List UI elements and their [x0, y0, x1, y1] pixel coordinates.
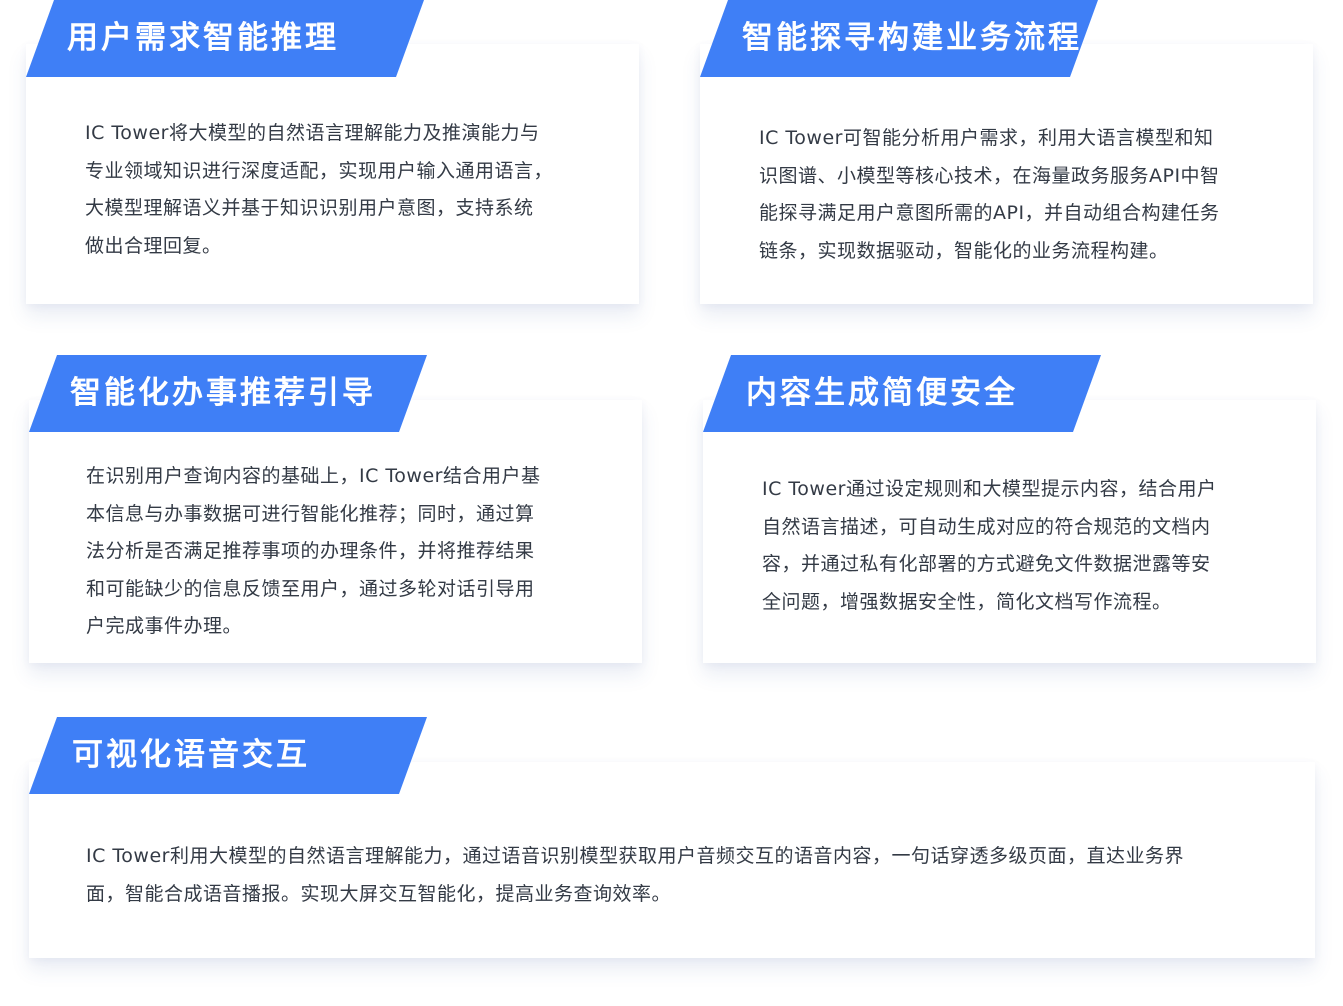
- feature-card-content-generation: [703, 400, 1316, 663]
- description-line: 自然语言描述，可自动生成对应的符合规范的文档内: [762, 515, 1211, 538]
- description-line: 法分析是否满足推荐事项的办理条件，并将推荐结果: [86, 540, 535, 562]
- description-line: 能探寻满足用户意图所需的API，并自动组合构建任务: [759, 202, 1220, 224]
- description-line: 专业领域知识进行深度适配，实现用户输入通用语言，: [85, 159, 554, 182]
- description-line: IC Tower可智能分析用户需求，利用大语言模型和知: [759, 127, 1214, 149]
- feature-card-workflow-building: [700, 44, 1313, 304]
- description-line: 本信息与办事数据可进行智能化推荐；同时，通过算: [86, 502, 535, 525]
- feature-tab-workflow-building: [700, 0, 1098, 77]
- feature-title: 智能探寻构建业务流程: [742, 20, 1082, 56]
- description-line: IC Tower将大模型的自然语言理解能力及推演能力与: [85, 122, 540, 144]
- feature-description: IC Tower可智能分析用户需求，利用大语言模型和知 识图谱、小模型等核心技术…: [759, 120, 1279, 270]
- feature-card-service-recommendation: [29, 400, 642, 663]
- description-line: 户完成事件办理。: [86, 615, 243, 637]
- description-line: 面，智能合成语音播报。实现大屏交互智能化，提高业务查询效率。: [86, 882, 672, 905]
- feature-title: 智能化办事推荐引导: [70, 375, 376, 411]
- description-line: 大模型理解语义并基于知识识别用户意图，支持系统: [85, 197, 534, 219]
- feature-description: IC Tower利用大模型的自然语言理解能力，通过语音识别模型获取用户音频交互的…: [86, 838, 1286, 913]
- feature-tab-intent-reasoning: [26, 0, 424, 77]
- feature-tab-voice-interaction: [29, 717, 427, 794]
- description-line: 全问题，增强数据安全性，简化文档写作流程。: [762, 590, 1172, 613]
- feature-tab-content-generation: [703, 355, 1101, 432]
- feature-tab-service-recommendation: [29, 355, 427, 432]
- description-line: IC Tower利用大模型的自然语言理解能力，通过语音识别模型获取用户音频交互的…: [86, 845, 1184, 867]
- description-line: IC Tower通过设定规则和大模型提示内容，结合用户: [762, 478, 1217, 500]
- feature-card-voice-interaction: [29, 762, 1315, 958]
- description-line: 识图谱、小模型等核心技术，在海量政务服务API中智: [759, 164, 1220, 187]
- feature-title: 用户需求智能推理: [67, 20, 339, 56]
- feature-title: 可视化语音交互: [72, 737, 310, 773]
- feature-title: 内容生成简便安全: [746, 375, 1018, 411]
- description-line: 容，并通过私有化部署的方式避免文件数据泄露等安: [762, 553, 1211, 575]
- description-line: 在识别用户查询内容的基础上，IC Tower结合用户基: [86, 465, 541, 487]
- feature-description: IC Tower将大模型的自然语言理解能力及推演能力与 专业领域知识进行深度适配…: [85, 115, 605, 265]
- description-line: 链条，实现数据驱动，智能化的业务流程构建。: [759, 239, 1169, 262]
- feature-description: 在识别用户查询内容的基础上，IC Tower结合用户基 本信息与办事数据可进行智…: [86, 458, 606, 646]
- feature-card-intent-reasoning: [26, 44, 639, 304]
- description-line: 和可能缺少的信息反馈至用户，通过多轮对话引导用: [86, 577, 535, 600]
- description-line: 做出合理回复。: [85, 234, 222, 257]
- feature-description: IC Tower通过设定规则和大模型提示内容，结合用户 自然语言描述，可自动生成…: [762, 471, 1282, 621]
